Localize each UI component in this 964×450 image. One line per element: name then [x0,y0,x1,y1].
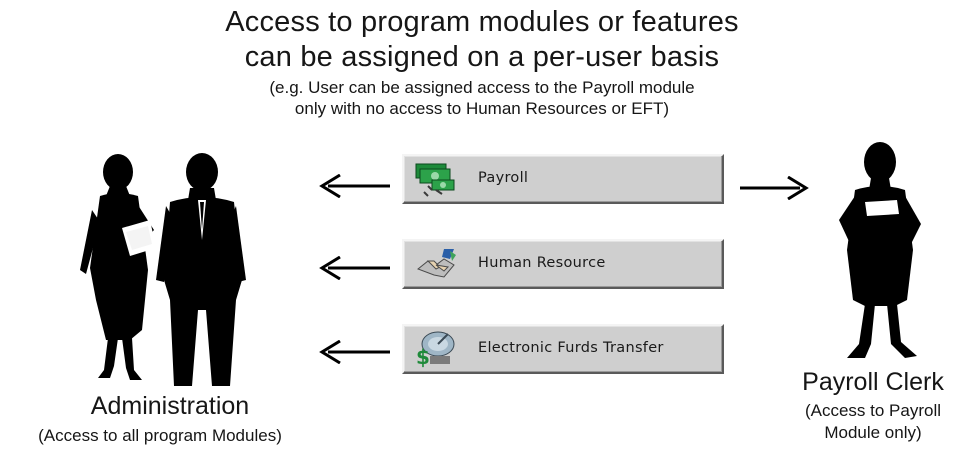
payroll-clerk-sublabel-line-2: Module only) [824,423,922,442]
human-resource-module-label: Human Resource [478,255,606,271]
heading-note-line-2: only with no access to Human Resources o… [294,99,670,118]
payroll-module-label: Payroll [478,170,529,186]
administration-silhouette [80,153,246,386]
arrow-left-eft [319,340,390,364]
folder-icon [865,200,899,216]
eft-module-button[interactable]: $ Electronic Furds Transfer [402,324,724,374]
payroll-clerk-silhouette [839,142,921,358]
heading-line-1: Access to program modules or features [225,6,739,38]
arrow-right-payroll [740,176,809,200]
administration-sublabel: (Access to all program Modules) [38,426,282,445]
arrow-left-human-resource [319,256,390,280]
handshake-icon [417,249,456,278]
payroll-clerk-sublabel-line-1: (Access to Payroll [804,401,942,420]
arrow-left-payroll [319,174,390,198]
payroll-clerk-label: Payroll Clerk [802,368,944,396]
administration-label: Administration [90,392,250,420]
satellite-dish-icon: $ [416,331,455,368]
svg-text:$: $ [416,345,430,368]
human-resource-module-button[interactable]: Human Resource [402,239,724,289]
money-icon [415,163,455,197]
eft-module-label: Electronic Furds Transfer [478,340,664,356]
heading-line-2: can be assigned on a per-user basis [244,41,720,73]
payroll-module-button[interactable]: Payroll [402,154,724,204]
heading-note-line-1: (e.g. User can be assigned access to the… [269,78,695,97]
